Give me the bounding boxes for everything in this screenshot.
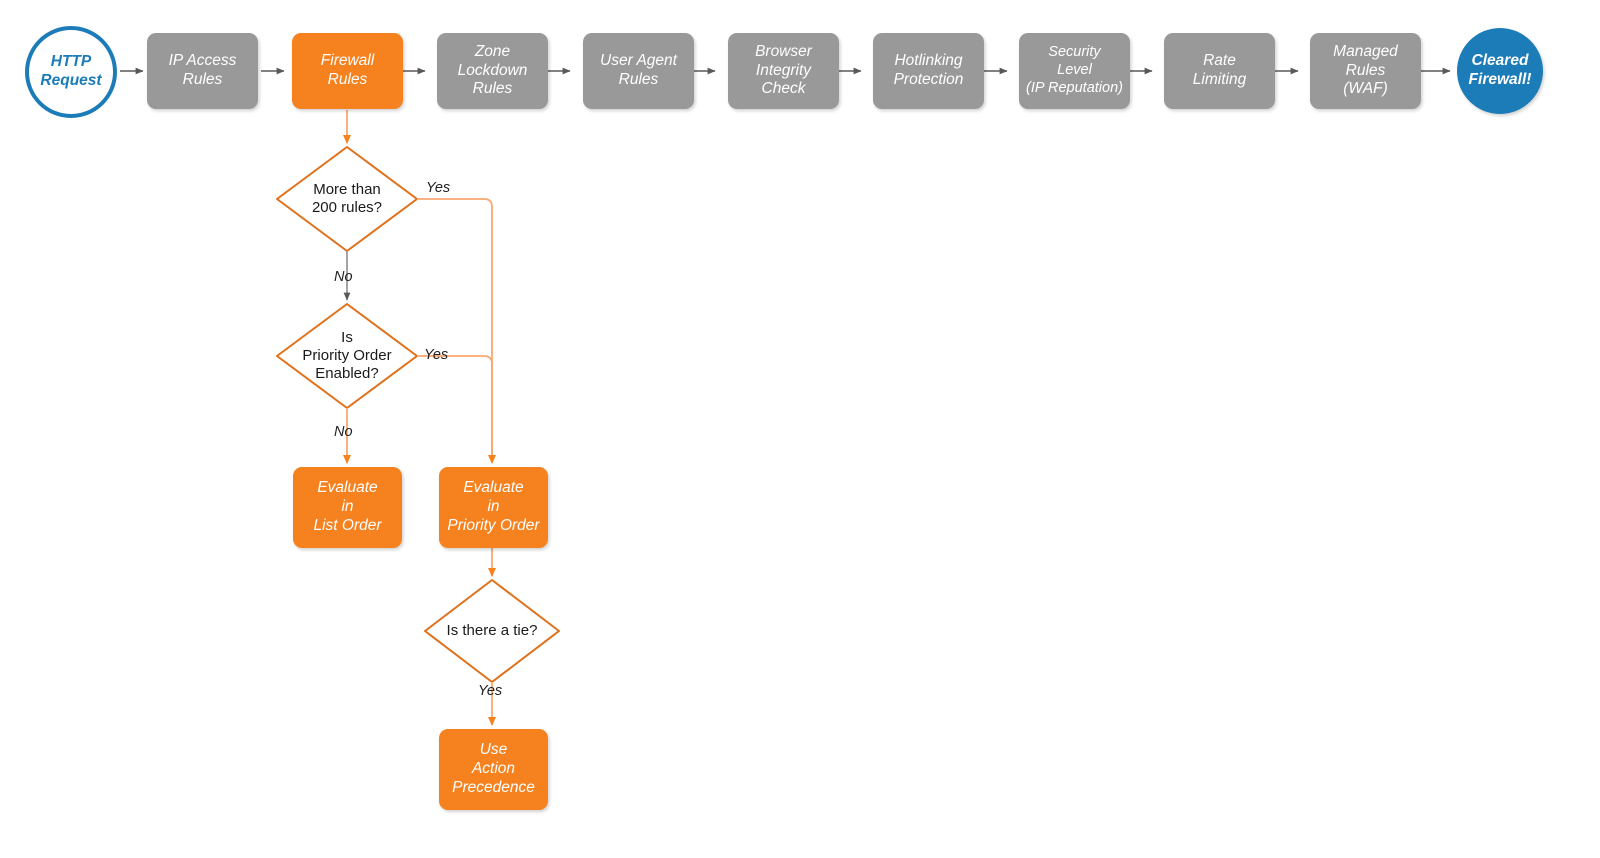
node-managed-rules-waf[interactable]: Managed Rules (WAF)	[1310, 33, 1421, 109]
edge-decision1-yes	[417, 198, 497, 465]
node-zone-lockdown-rules[interactable]: Zone Lockdown Rules	[437, 33, 548, 109]
node-ip-access-rules[interactable]: IP Access Rules	[147, 33, 258, 109]
node-hotlinking-protection[interactable]: Hotlinking Protection	[873, 33, 984, 109]
node-firewall-rules[interactable]: Firewall Rules	[292, 33, 403, 109]
diamond-more-than-200-rules	[276, 146, 418, 252]
decision-shapes	[276, 146, 560, 683]
start-node-http-request[interactable]: HTTP Request	[25, 26, 117, 118]
edge-label-yes-1: Yes	[426, 180, 451, 196]
node-security-level[interactable]: Security Level (IP Reputation)	[1019, 33, 1130, 109]
edge-decision2-yes	[417, 355, 493, 455]
edge-label-no-1: No	[334, 269, 353, 285]
node-rate-limiting[interactable]: Rate Limiting	[1164, 33, 1275, 109]
node-browser-integrity-check[interactable]: Browser Integrity Check	[728, 33, 839, 109]
end-node-cleared-firewall[interactable]: Cleared Firewall!	[1457, 28, 1543, 114]
node-user-agent-rules[interactable]: User Agent Rules	[583, 33, 694, 109]
diamond-is-priority-order-enabled	[276, 303, 418, 409]
edge-label-yes-3: Yes	[478, 683, 503, 699]
edge-label-yes-2: Yes	[424, 347, 449, 363]
node-evaluate-in-priority-order[interactable]: Evaluate in Priority Order	[439, 467, 548, 548]
diamond-is-there-a-tie	[424, 579, 560, 683]
node-evaluate-in-list-order[interactable]: Evaluate in List Order	[293, 467, 402, 548]
edge-label-no-2: No	[334, 424, 353, 440]
node-use-action-precedence[interactable]: Use Action Precedence	[439, 729, 548, 810]
